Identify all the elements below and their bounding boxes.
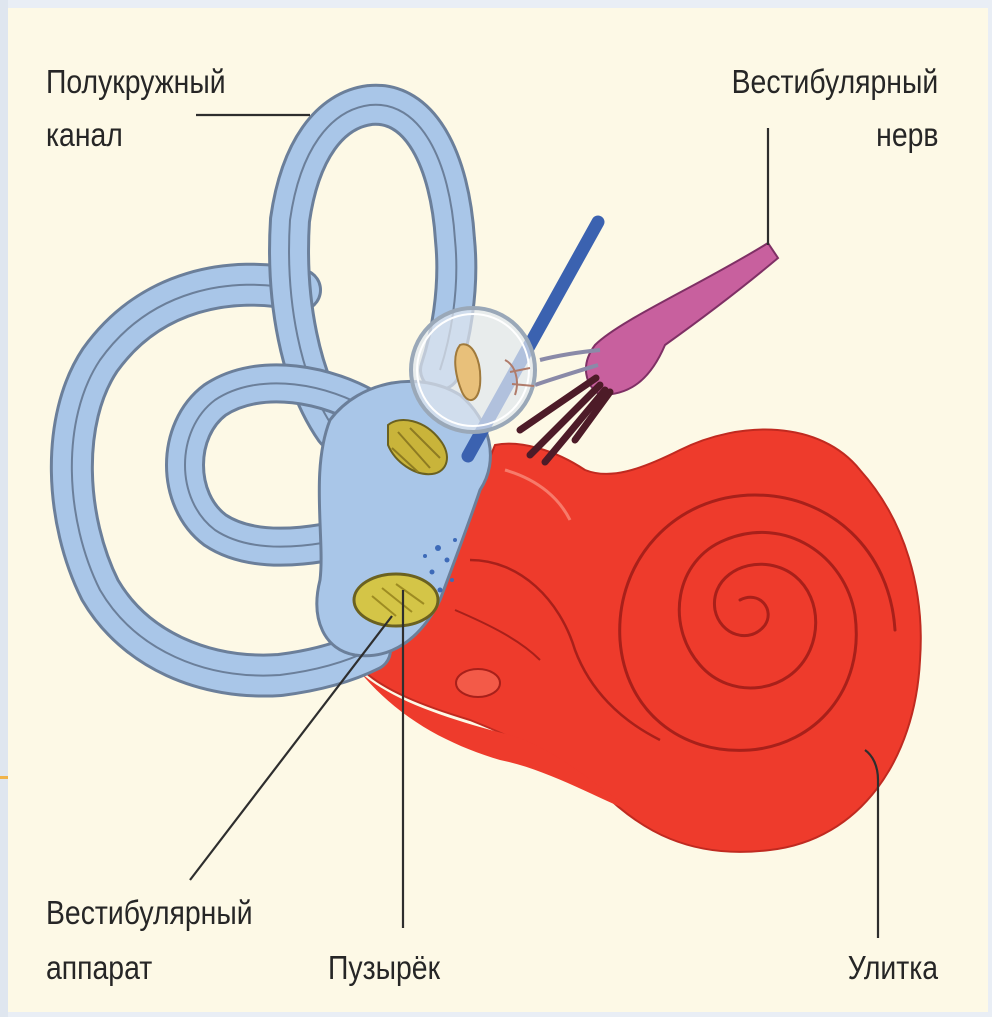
label-semicircular-canal-line2: канал (46, 115, 123, 155)
label-vestibular-nerve-line1: Вестибулярный (731, 62, 938, 102)
label-vesicle: Пузырёк (328, 948, 440, 988)
label-semicircular-canal-line1: Полукружный (46, 62, 226, 102)
label-vestibular-apparatus-line2: аппарат (46, 948, 152, 988)
label-cochlea: Улитка (848, 948, 938, 988)
round-window (456, 669, 500, 697)
label-vestibular-nerve-line2: нерв (876, 115, 938, 155)
label-vestibular-apparatus-line1: Вестибулярный (46, 893, 253, 933)
nerve-trunk (586, 243, 778, 395)
vesicle (354, 574, 438, 626)
vestibular-nerve (520, 243, 778, 462)
